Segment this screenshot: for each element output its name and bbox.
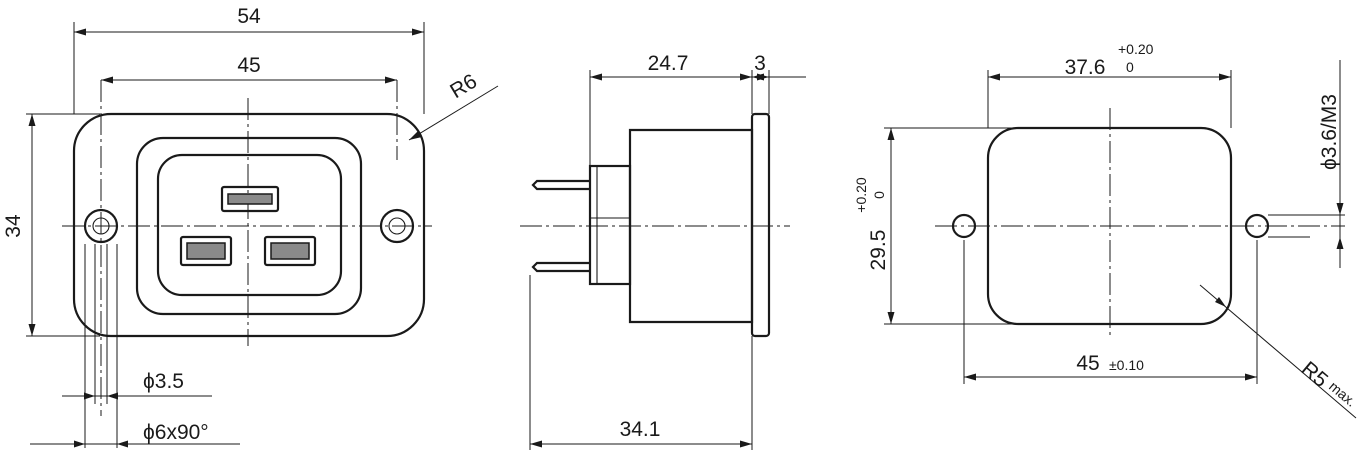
dim-countersink (30, 244, 240, 448)
label-cutout-corner-radius: R5 (1297, 357, 1332, 392)
dim-cutout-hole-spacing (963, 240, 1258, 384)
label-flange-thickness: 3 (754, 52, 766, 75)
flange-outline (72, 112, 426, 338)
label-body-depth: 24.7 (648, 52, 689, 75)
contact-slot-right (263, 235, 317, 267)
label-cutout-width: 37.6 (1065, 56, 1106, 79)
dim-cutout-height (884, 127, 1040, 325)
dim-cutout-corner-radius (1199, 284, 1357, 419)
dim-hole-spacing (101, 76, 397, 84)
label-cutout-hole-spacing: 45 (1076, 352, 1099, 375)
label-countersink: ϕ6x90° (143, 421, 209, 444)
label-cutout-width-tol-upper: +0.20 (1118, 41, 1154, 57)
dim-overall-width (73, 22, 425, 114)
cutout-hole-right (1244, 213, 1270, 239)
label-cutout-hole-size: ϕ3.6/M3 (1318, 94, 1341, 170)
side-flange (750, 112, 771, 338)
label-cutout-width-tol-lower: 0 (1126, 59, 1134, 75)
label-overall-depth: 34.1 (620, 418, 661, 441)
side-view: 24.7 3 34.1 (520, 52, 806, 450)
label-corner-radius: R6 (446, 70, 481, 104)
label-cutout-height-tol-upper: +0.20 (853, 177, 869, 213)
lower-pin (531, 261, 590, 273)
label-hole-diameter: ϕ3.5 (143, 370, 184, 393)
dim-cutout-width (987, 70, 1232, 128)
label-overall-width: 54 (237, 5, 261, 28)
dim-body-depth (589, 70, 806, 166)
label-cutout-corner-radius-note: max. (1326, 378, 1360, 410)
dim-corner-radius (408, 85, 499, 141)
label-cutout-height-tol-lower: 0 (871, 191, 887, 199)
socket-bezel (135, 136, 363, 316)
mounting-hole-left (83, 208, 119, 244)
front-view: 54 45 R6 34 ϕ3. (2, 5, 499, 448)
upper-pin (531, 179, 590, 191)
label-height: 34 (2, 214, 25, 238)
contact-slot-left (179, 235, 233, 267)
cutout-hole-left (951, 213, 977, 239)
label-hole-spacing: 45 (237, 54, 260, 77)
label-cutout-hole-spacing-tol: ±0.10 (1109, 357, 1144, 373)
dim-overall-depth (529, 275, 753, 450)
dim-cutout-hole-size (1268, 60, 1345, 268)
socket-face (156, 153, 343, 297)
panel-cutout-view: 37.6 +0.20 0 29.5 +0.20 0 45 ±0.10 (853, 41, 1360, 419)
dim-height (26, 113, 100, 337)
terminal-block (588, 164, 632, 286)
cutout-outline (986, 126, 1233, 326)
contact-slot-top (220, 185, 280, 213)
mounting-hole-right (379, 208, 415, 244)
label-cutout-height: 29.5 (867, 230, 890, 271)
dim-hole-diameter (62, 244, 212, 404)
